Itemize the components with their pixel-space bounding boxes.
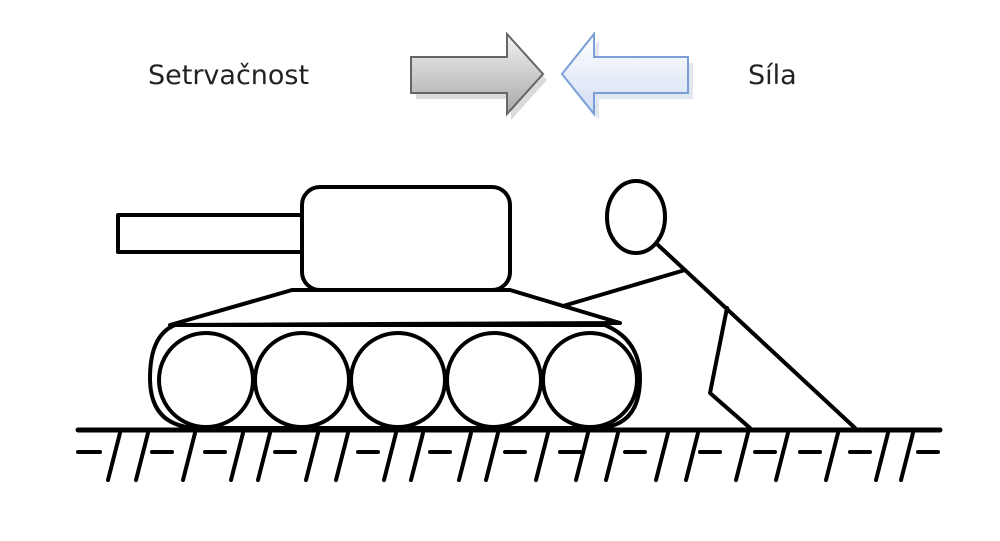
ground-hatch	[457, 431, 473, 482]
force-label: Síla	[748, 60, 797, 91]
inertia-label: Setrvačnost	[148, 60, 310, 91]
force-arrow	[560, 31, 693, 120]
ground-hatch	[409, 431, 425, 482]
ground-hatch	[304, 431, 320, 482]
tank-turret	[300, 185, 512, 292]
ground-hatch	[604, 431, 620, 482]
ground-hatch	[684, 431, 700, 482]
ground-hatch	[256, 431, 272, 482]
ground-hatch	[774, 431, 790, 482]
ground-hatch	[734, 431, 750, 482]
head	[605, 179, 667, 255]
ground-hatch	[382, 431, 398, 482]
ground-hatch	[534, 431, 550, 482]
ground-hatch	[574, 431, 590, 482]
ground-hatch	[106, 431, 122, 482]
stick-figure	[561, 179, 857, 430]
tank-wheels	[157, 331, 639, 429]
ground-hatch	[134, 431, 150, 482]
ground-hatch	[334, 431, 350, 482]
tank-gun	[116, 213, 304, 254]
tank-hull	[168, 288, 622, 327]
ground-hatch	[181, 431, 197, 482]
ground-hatch	[484, 431, 500, 482]
ground-hatch	[229, 431, 245, 482]
ground-hatch	[824, 431, 840, 482]
ground-hatch	[874, 431, 890, 482]
ground-hatch	[654, 431, 670, 482]
inertia-arrow	[410, 31, 547, 120]
ground	[75, 427, 943, 482]
ground-hatch	[899, 431, 915, 482]
